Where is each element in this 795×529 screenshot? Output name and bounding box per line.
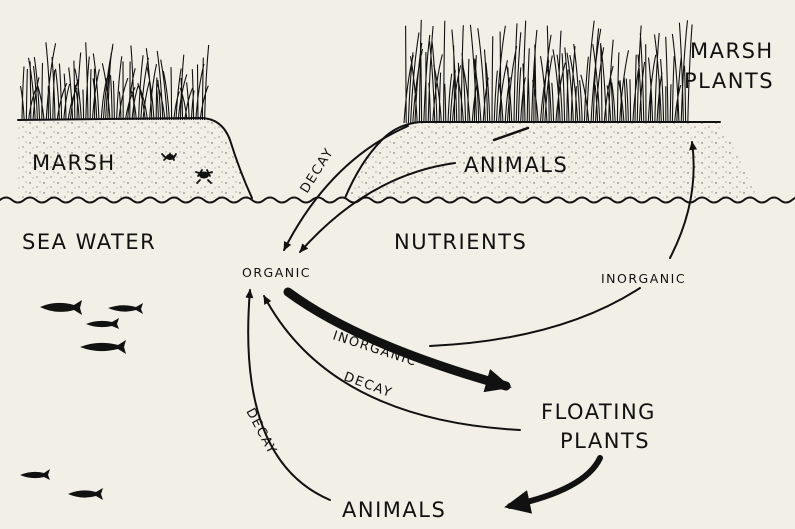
decay-left-label: DECAY bbox=[242, 406, 279, 458]
arrow-organic-to-floating-plants bbox=[288, 292, 506, 386]
arrow-animals-decay-to-organic bbox=[248, 290, 330, 500]
nutrients-label: NUTRIENTS bbox=[394, 230, 527, 254]
arrow-inorganic-to-floating bbox=[430, 288, 640, 346]
sea-water-label: SEA WATER bbox=[22, 230, 156, 254]
water-wave-icon bbox=[0, 198, 795, 203]
marsh-label: MARSH bbox=[32, 151, 116, 175]
inorganic-right-label: INORGANIC bbox=[601, 271, 686, 286]
fish-icon bbox=[68, 488, 103, 500]
marsh-plants-label-line2: PLANTS bbox=[684, 69, 774, 93]
decay-middle-label: DECAY bbox=[342, 370, 395, 401]
fish-icon bbox=[80, 340, 126, 354]
arrow-floating-decay-to-organic bbox=[264, 296, 520, 430]
fish-icon bbox=[108, 303, 143, 314]
arrow-floating-to-animals bbox=[510, 458, 600, 506]
animals-bottom-label: ANIMALS bbox=[342, 498, 446, 522]
organic-label: ORGANIC bbox=[242, 265, 311, 280]
fish-icon bbox=[40, 300, 82, 315]
marsh-grass-icon bbox=[21, 42, 209, 120]
fish-icon bbox=[20, 469, 50, 480]
floating-plants-label-line2: PLANTS bbox=[560, 429, 650, 453]
decay-top-label: DECAY bbox=[298, 145, 338, 196]
floating-plants-label-line1: FLOATING bbox=[541, 400, 656, 424]
fish-icon bbox=[86, 318, 119, 329]
animals-top-label: ANIMALS bbox=[464, 153, 568, 177]
marsh-grass-icon bbox=[404, 20, 692, 123]
marsh-plants-label-line1: MARSH bbox=[690, 39, 774, 63]
